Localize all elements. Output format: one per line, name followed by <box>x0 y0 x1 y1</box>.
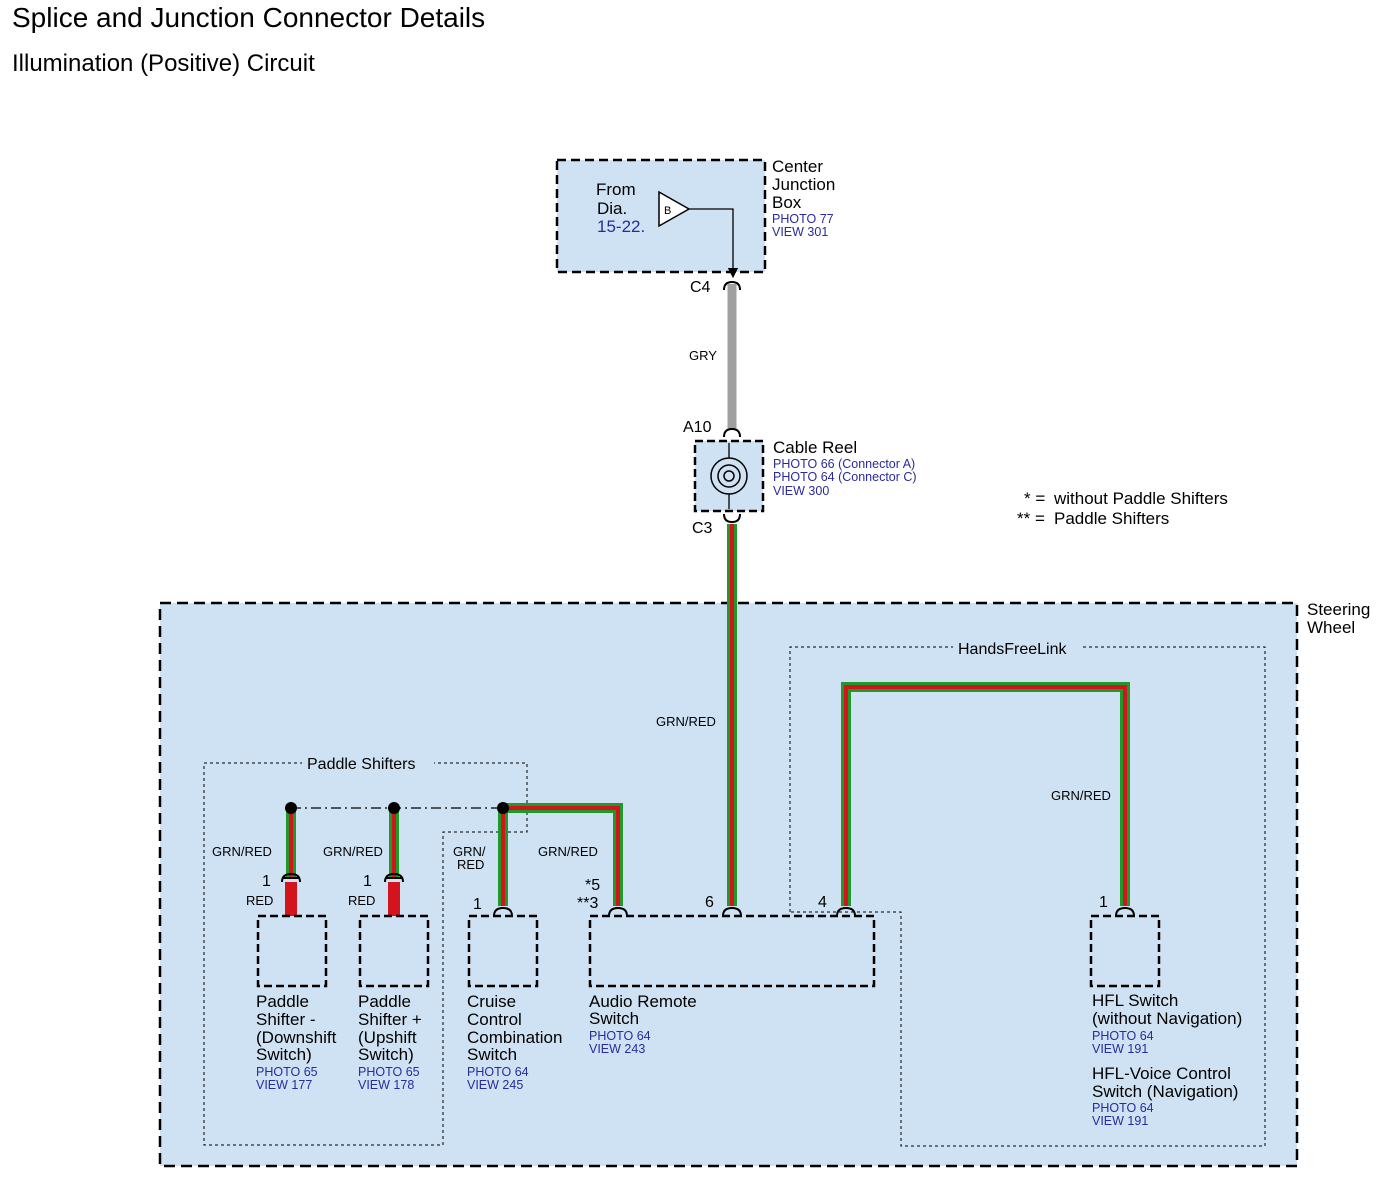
internal-wire <box>689 208 739 279</box>
splice-dot-paddle-up <box>388 802 400 814</box>
pin-audio-a: *5 <box>585 877 600 894</box>
main-wire-label: GRN/RED <box>656 714 716 729</box>
cruise-box <box>467 914 539 988</box>
from-line-1: From <box>596 180 636 199</box>
pin-audio-hfl: 4 <box>818 894 827 911</box>
audio-connector-cap-6 <box>722 906 742 917</box>
from-line-2: Dia. <box>597 199 627 218</box>
connector-c3-label: C3 <box>692 520 713 537</box>
splice-dot-paddle-down <box>285 802 297 814</box>
paddle-up-box <box>358 914 430 988</box>
from-ref: 15-22. <box>597 217 645 236</box>
paddle-down-wire-label: GRN/RED <box>212 844 272 859</box>
handsfreelink-label: HandsFreeLink <box>958 641 1068 658</box>
legend: * =without Paddle Shifters ** =Paddle Sh… <box>1017 489 1228 528</box>
paddle-shifters-boundary <box>203 762 528 1146</box>
terminal-b-label: B <box>664 205 671 217</box>
paddle-down-box <box>256 914 328 988</box>
page-subtitle: Illumination (Positive) Circuit <box>12 50 315 77</box>
terminal-b-triangle <box>658 190 691 228</box>
hfl-wire-label: GRN/RED <box>1051 788 1111 803</box>
cable-reel: A10 Cable Reel PHOTO 66 (Connector A)PHO… <box>683 419 917 537</box>
c3-connector-mark <box>723 513 741 524</box>
red-up-label: RED <box>348 893 375 908</box>
cruise-connector-cap <box>493 906 513 917</box>
red-down-label: RED <box>246 893 273 908</box>
cable-reel-name: Cable Reel <box>773 438 857 457</box>
hfl-grn-red-wire <box>841 682 1130 906</box>
connector-c4-label: C4 <box>690 279 711 296</box>
hfl-switch-box <box>1089 914 1161 988</box>
pin-audio-b: **3 <box>577 895 598 912</box>
hfl-connector-cap <box>1115 906 1135 917</box>
hfl-switch-name: HFL Switch(without Navigation) <box>1092 991 1242 1028</box>
paddle-shifters-label: Paddle Shifters <box>307 756 416 773</box>
legend-line-1: * =without Paddle Shifters <box>1024 489 1228 508</box>
legend-line-2: ** =Paddle Shifters <box>1017 509 1169 528</box>
cable-reel-spiral-inner <box>723 470 735 482</box>
pin-paddle-up: 1 <box>363 873 372 890</box>
paddle-down-inline-connector <box>281 872 301 883</box>
c4-connector-mark <box>723 280 741 291</box>
audio-connector-cap-3 <box>608 906 628 917</box>
handsfreelink-label-bg <box>953 638 1083 658</box>
a10-connector-mark <box>723 427 741 438</box>
pin-audio-main: 6 <box>705 894 714 911</box>
paddle-up-wire-label: GRN/RED <box>323 844 383 859</box>
pin-cruise: 1 <box>473 896 482 913</box>
cable-reel-refs: PHOTO 66 (Connector A)PHOTO 64 (Connecto… <box>773 457 917 498</box>
audio-grn-red-wire <box>503 803 623 906</box>
paddle-shifters-label-bg <box>302 754 434 774</box>
connector-a10-label: A10 <box>683 419 712 436</box>
audio-wire-label: GRN/RED <box>538 844 598 859</box>
pin-paddle-down: 1 <box>262 873 271 890</box>
audio-remote-box <box>588 914 876 988</box>
cruise-wire-label: GRN/RED <box>453 844 486 872</box>
pin-hfl-switch: 1 <box>1099 894 1108 911</box>
gry-wire-label: GRY <box>689 348 717 363</box>
splice-dot-cruise <box>497 802 509 814</box>
handsfreelink-boundary <box>789 646 1266 1147</box>
paddle-up-inline-connector <box>384 872 404 883</box>
page-title: Splice and Junction Connector Details <box>12 2 486 33</box>
cable-reel-spiral-mid <box>717 464 741 488</box>
audio-connector-cap-4 <box>836 906 856 917</box>
